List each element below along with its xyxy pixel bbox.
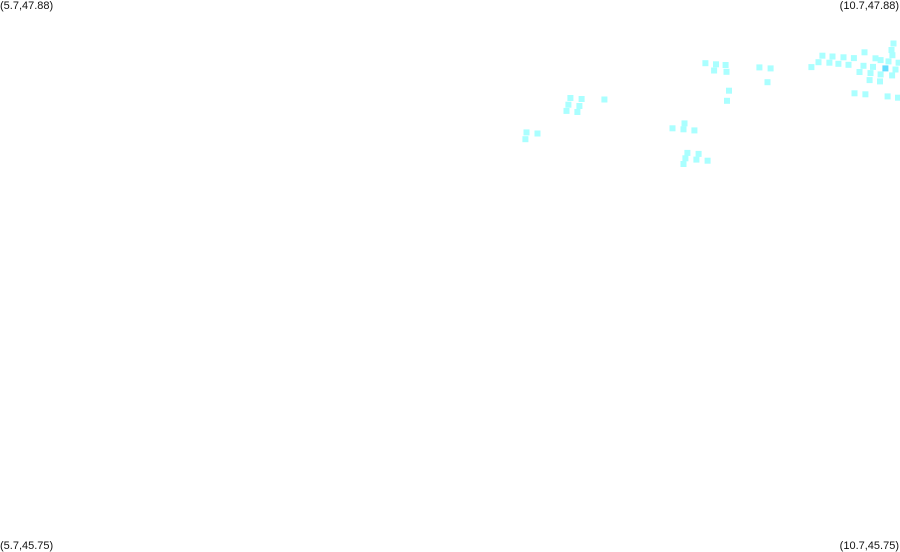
map-point[interactable] (702, 60, 709, 67)
map-point[interactable] (680, 161, 687, 167)
map-point[interactable] (684, 149, 691, 156)
map-point[interactable] (726, 87, 732, 94)
map-point[interactable] (808, 64, 815, 71)
map-point[interactable] (704, 157, 711, 164)
map-point[interactable] (895, 59, 900, 66)
map-point[interactable] (681, 120, 688, 127)
map-point[interactable] (867, 70, 874, 77)
map-point[interactable] (862, 91, 869, 98)
map-point[interactable] (826, 59, 833, 66)
map-point[interactable] (877, 57, 884, 64)
corner-label-bottom-right: (10.7,45.75) (839, 540, 899, 552)
map-point[interactable] (819, 52, 826, 59)
map-point[interactable] (723, 68, 730, 75)
map-point[interactable] (870, 63, 876, 70)
map-point[interactable] (884, 93, 891, 100)
map-point-highlighted[interactable] (882, 65, 889, 72)
map-point[interactable] (892, 66, 899, 73)
map-point[interactable] (856, 69, 863, 75)
map-point[interactable] (601, 96, 608, 103)
map-point[interactable] (764, 79, 771, 86)
map-point[interactable] (574, 109, 581, 115)
map-point[interactable] (713, 61, 719, 68)
map-point[interactable] (693, 156, 700, 163)
map-point[interactable] (680, 126, 687, 133)
map-point[interactable] (845, 61, 852, 68)
map-point[interactable] (815, 59, 822, 66)
map-point[interactable] (563, 107, 570, 114)
map-point[interactable] (691, 127, 698, 134)
map-point[interactable] (835, 60, 842, 67)
map-point[interactable] (756, 64, 763, 71)
map-point[interactable] (534, 130, 541, 137)
map-point[interactable] (695, 150, 702, 157)
map-point[interactable] (889, 52, 896, 59)
map-point[interactable] (861, 49, 868, 56)
map-point[interactable] (523, 129, 530, 136)
map-point[interactable] (877, 71, 884, 78)
map-point[interactable] (850, 55, 857, 62)
map-point[interactable] (565, 101, 572, 108)
corner-label-top-right: (10.7,47.88) (839, 0, 899, 12)
map-point[interactable] (711, 67, 718, 74)
map-point[interactable] (888, 47, 895, 53)
corner-label-bottom-left: (5.7,45.75) (0, 540, 54, 552)
map-point[interactable] (877, 78, 883, 85)
map-point[interactable] (860, 62, 867, 69)
corner-label-top-left: (5.7,47.88) (0, 0, 54, 12)
map-point[interactable] (851, 90, 858, 97)
map-point[interactable] (895, 94, 900, 101)
map-point[interactable] (722, 62, 729, 68)
map-point[interactable] (872, 55, 879, 62)
map-point[interactable] (885, 58, 892, 65)
map-point[interactable] (889, 72, 896, 79)
map-point[interactable] (767, 65, 774, 72)
map-point[interactable] (682, 155, 689, 162)
map-point[interactable] (840, 54, 847, 61)
map-point[interactable] (866, 77, 873, 84)
map-point[interactable] (669, 125, 676, 132)
map-point[interactable] (578, 96, 585, 102)
map-point[interactable] (724, 97, 730, 104)
map-point[interactable] (567, 95, 574, 101)
map-point[interactable] (829, 53, 836, 60)
map-point[interactable] (890, 40, 897, 47)
map-point[interactable] (522, 136, 529, 143)
map-point[interactable] (576, 103, 583, 109)
